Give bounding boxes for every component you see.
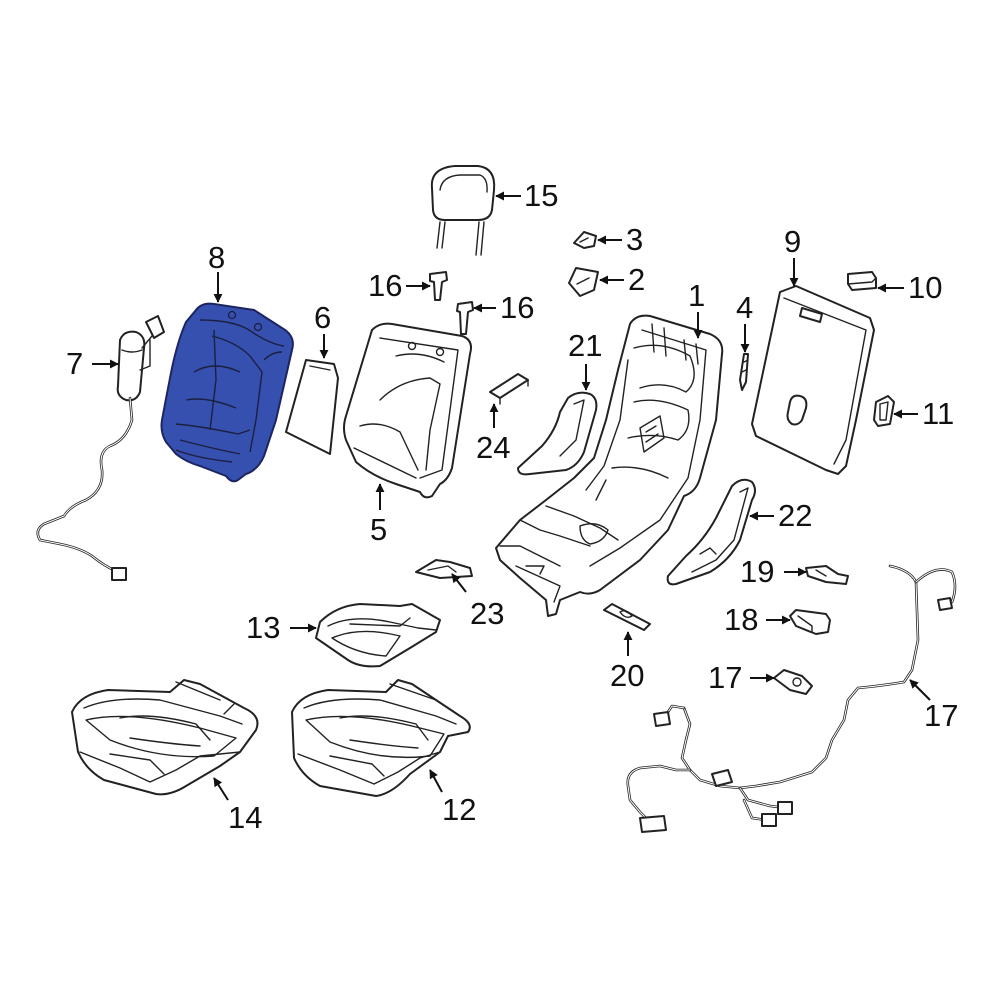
callout-1: 1: [688, 278, 705, 313]
callout-9: 9: [784, 224, 801, 259]
part-2-bracket[interactable]: [568, 267, 599, 297]
part-9-back-panel[interactable]: [751, 285, 875, 475]
callout-numbers: 15 16 16 3 2 7 8 6 5 24 21 1 4 9 10 11 2…: [66, 178, 958, 835]
callout-4: 4: [736, 290, 753, 325]
callout-3: 3: [626, 222, 643, 257]
part-20-bracket[interactable]: [805, 565, 849, 585]
callout-15: 15: [524, 178, 558, 213]
callout-11: 11: [922, 396, 954, 431]
part-21-plate[interactable]: [603, 603, 651, 631]
callout-6: 6: [314, 300, 331, 335]
part-14-seat-cushion[interactable]: [71, 679, 259, 796]
part-17-wiring-harness[interactable]: [626, 564, 957, 833]
callout-14: 14: [228, 800, 262, 835]
callout-5: 5: [370, 512, 387, 547]
part-8-seat-back-cover[interactable]: [160, 302, 294, 483]
part-22-side-trim[interactable]: [517, 391, 598, 476]
callout-13: 13: [246, 610, 280, 645]
callout-12: 12: [442, 792, 476, 827]
callout-23: 22: [778, 498, 812, 533]
callout-2: 2: [628, 262, 645, 297]
part-7-side-airbag[interactable]: [36, 315, 165, 581]
part-16-headrest-guide-left[interactable]: [429, 271, 448, 301]
part-18-bracket[interactable]: [773, 669, 813, 695]
part-6-back-panel[interactable]: [285, 359, 339, 455]
callout-21: 20: [610, 658, 644, 693]
callout-24: 23: [470, 596, 504, 631]
part-1-seat-frame[interactable]: [495, 314, 724, 617]
callout-17: 17: [924, 698, 958, 733]
part-25-bracket[interactable]: [489, 373, 529, 405]
callout-25: 24: [476, 430, 510, 465]
part-4-rod[interactable]: [739, 353, 749, 391]
part-3-clip[interactable]: [573, 231, 597, 249]
part-23-side-trim[interactable]: [666, 478, 756, 586]
callout-16-left: 16: [368, 268, 402, 303]
callout-16-right: 16: [500, 290, 534, 325]
part-16-headrest-guide-right[interactable]: [456, 301, 474, 335]
leader-lines: [92, 191, 931, 801]
callout-8: 8: [208, 240, 225, 275]
part-13-cushion-pad[interactable]: [315, 603, 441, 668]
callout-19: 18: [724, 602, 758, 637]
part-5-seat-back-pad[interactable]: [343, 322, 472, 499]
part-12-seat-cushion[interactable]: [291, 679, 471, 797]
part-10-cover[interactable]: [847, 271, 877, 291]
part-19-bracket[interactable]: [789, 609, 831, 635]
part-11-latch-cover[interactable]: [873, 395, 895, 427]
callout-20: 19: [740, 554, 774, 589]
part-15-headrest[interactable]: [430, 165, 496, 256]
callout-10: 10: [908, 270, 942, 305]
callout-22: 21: [568, 328, 602, 363]
part-24-bracket[interactable]: [415, 559, 473, 579]
callout-7: 7: [66, 346, 83, 381]
callout-18: 17: [708, 660, 742, 695]
